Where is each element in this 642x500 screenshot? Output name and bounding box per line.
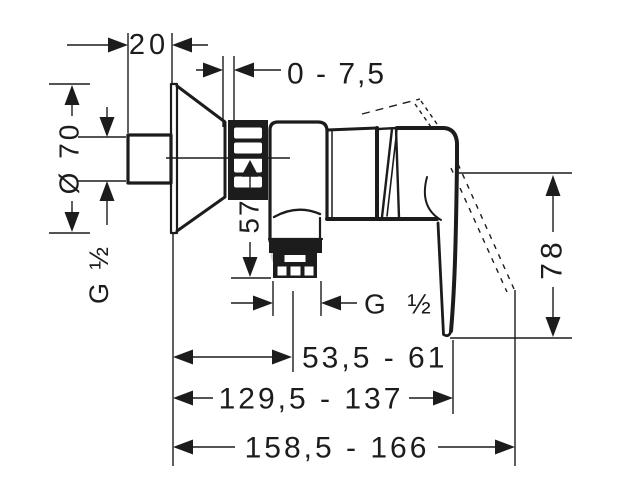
dim-outlet-thread xyxy=(231,281,357,316)
dim-outlet-drop xyxy=(231,160,271,279)
label-lever-height: 78 xyxy=(536,238,569,279)
handle-hub-curve xyxy=(423,176,442,221)
cartridge-section xyxy=(376,126,401,220)
lever-tip xyxy=(436,221,453,338)
union-nut xyxy=(228,120,268,200)
label-outlet-drop: 57 xyxy=(234,198,265,233)
dim-lever-height xyxy=(450,172,572,339)
outlet-thread-nipple xyxy=(269,240,322,278)
handle-raised-dash xyxy=(361,98,421,115)
label-adjust-range: 0 - 7,5 xyxy=(287,58,386,91)
label-wall-to-lever: 129,5 - 137 xyxy=(219,383,404,416)
lever-motion-dashed-lines xyxy=(361,98,515,293)
label-wall-to-lever-max: 158,5 - 166 xyxy=(245,432,430,465)
label-escutcheon-diameter: Ø 70 xyxy=(54,122,85,195)
label-wall-to-outlet: 53,5 - 61 xyxy=(302,342,447,375)
handle-inner-line xyxy=(386,128,398,217)
label-wall-thread: G ½ xyxy=(84,244,114,304)
wall-pipe-stub xyxy=(126,133,173,185)
valve-block xyxy=(268,120,329,243)
lever-front-edge xyxy=(449,161,459,333)
dim-wall-thread xyxy=(78,107,126,225)
dim-adjust-range xyxy=(196,56,281,127)
outlet-neck xyxy=(267,216,324,241)
dimension-labels: 20 0 - 7,5 Ø 70 G ½ 57 G ½ 78 53,5 - 61 … xyxy=(54,29,569,465)
outlet-dome-arc xyxy=(272,208,322,219)
dim-escutcheon-diameter xyxy=(49,83,90,234)
lever-swing-dash xyxy=(450,163,515,293)
label-wall-offset: 20 xyxy=(129,29,169,61)
escutcheon-flange xyxy=(169,82,179,235)
housing-top xyxy=(325,126,379,132)
dim-wall-to-lever xyxy=(173,340,454,414)
dim-wall-offset xyxy=(67,33,208,133)
dimension-lines xyxy=(49,33,572,466)
label-outlet-thread: G ½ xyxy=(364,289,438,320)
dim-wall-to-outlet xyxy=(173,291,294,372)
escutcheon-cone xyxy=(175,84,227,233)
handle-cap xyxy=(395,126,459,165)
handle-raised-hatch xyxy=(414,100,438,128)
dim-wall-to-lever-max xyxy=(173,290,516,466)
